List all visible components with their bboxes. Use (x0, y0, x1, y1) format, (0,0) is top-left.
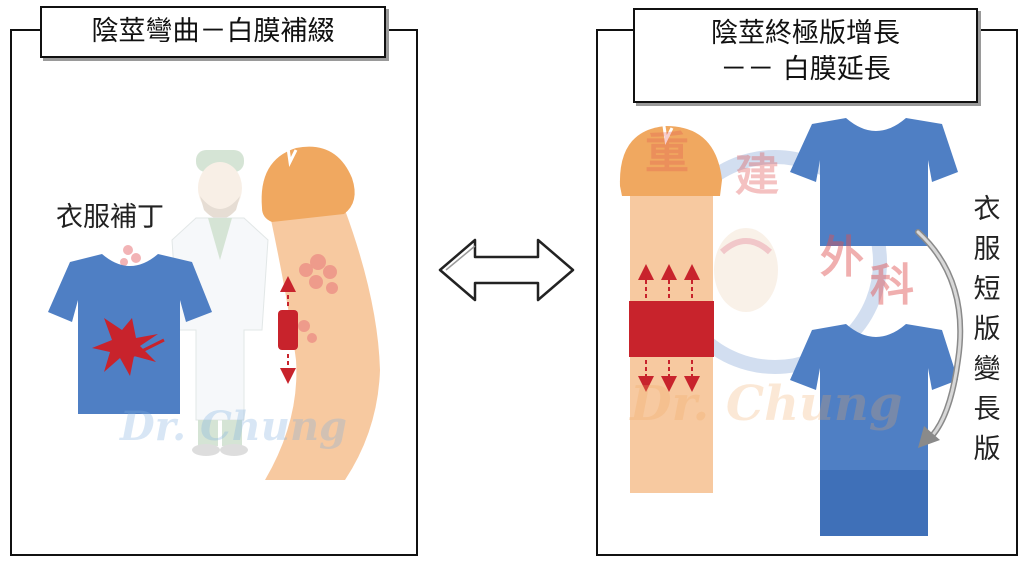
doctor-watermark-illustration (171, 150, 269, 456)
watermark-char-2: 建 (735, 150, 779, 201)
watermark-signature-right: Dr. Chung (628, 376, 902, 432)
double-arrow-icon (438, 238, 575, 302)
clothing-patch-label: 衣服補丁 (56, 202, 164, 233)
watermark-char-1: 重 (645, 128, 689, 179)
left-title: 陰莖彎曲－白膜補綴 (40, 6, 386, 58)
watermark-char-3: 外 (820, 232, 864, 283)
watermark-signature-left: Dr. Chung (119, 403, 347, 450)
patched-shirt-icon (48, 254, 212, 414)
long-shirt-icon (790, 324, 958, 536)
left-title-text: 陰莖彎曲－白膜補綴 (91, 16, 335, 47)
watermark-text: 重 建 外 科 Dr. Chung Dr. Chung (119, 128, 914, 450)
right-title: 陰莖終極版增長 －－ 白膜延長 (633, 8, 978, 103)
short-shirt-icon (790, 118, 958, 246)
flower-decoration (120, 245, 338, 343)
watermark-char-4: 科 (870, 260, 914, 311)
curved-transform-arrow (915, 229, 964, 448)
short-to-long-label: 衣服短版變長版 (973, 194, 1001, 465)
graft-band-right (629, 264, 714, 392)
right-title-line-2: －－ 白膜延長 (720, 54, 891, 85)
right-title-line-1: 陰莖終極版增長 (711, 18, 900, 49)
graft-patch-left (278, 276, 298, 384)
